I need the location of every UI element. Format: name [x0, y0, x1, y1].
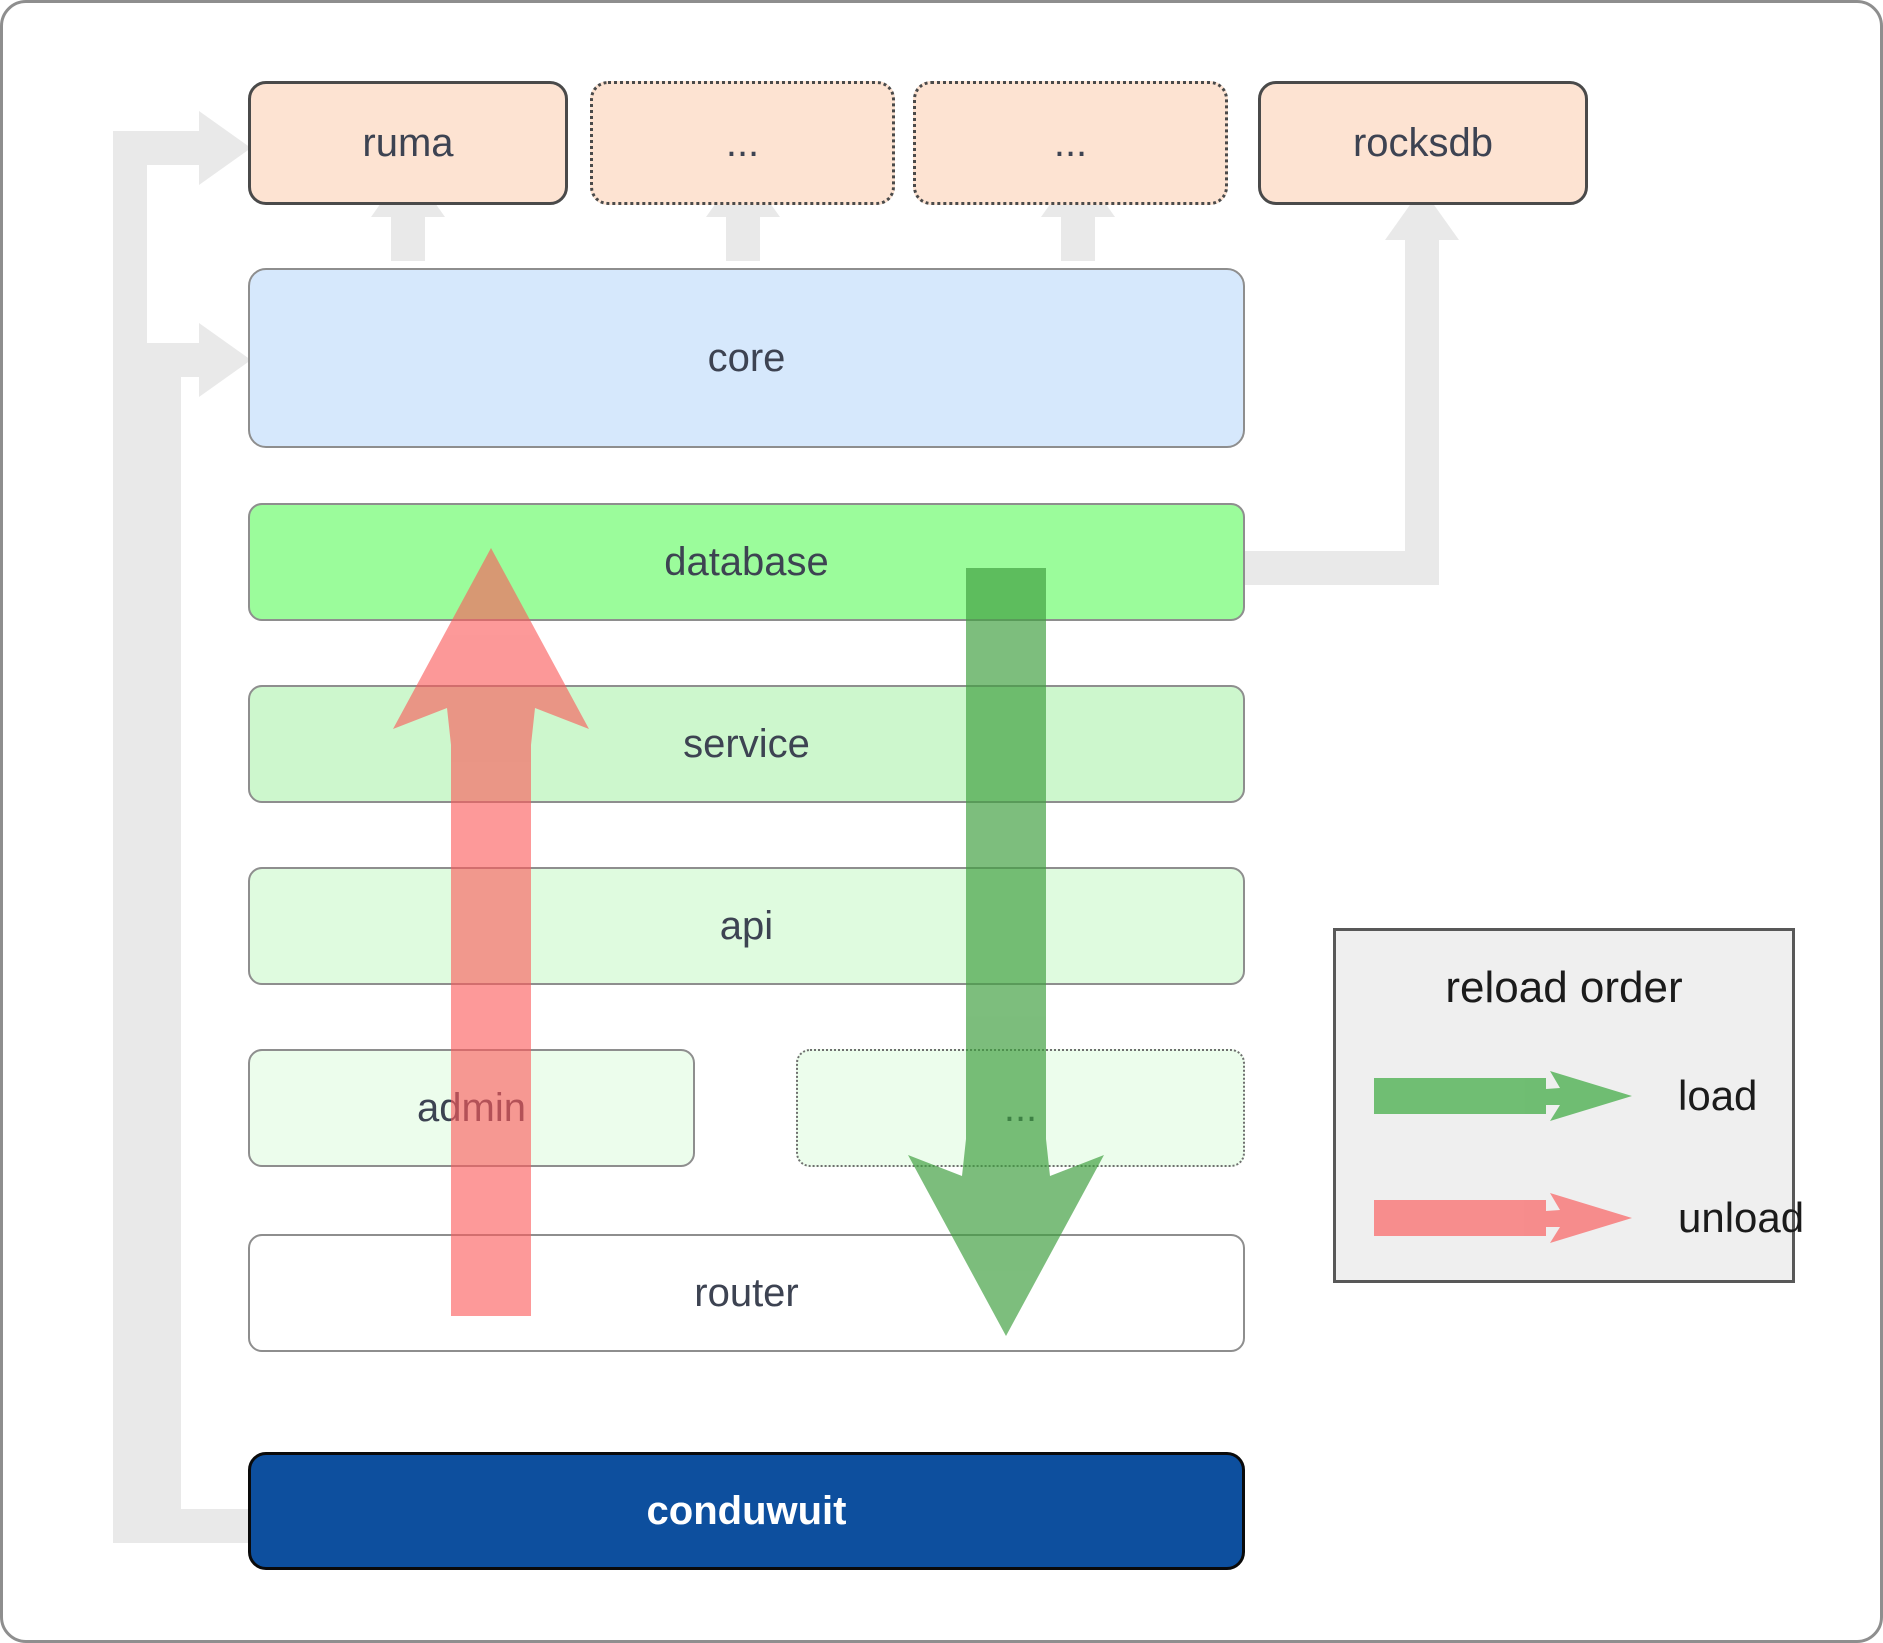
- legend-title: reload order: [1445, 963, 1683, 1012]
- dependency-node-ellipsis-1[interactable]: ...: [590, 81, 895, 205]
- legend-row-unload: unload: [1336, 1175, 1804, 1261]
- dependency-label-ellipsis-1: ...: [725, 120, 760, 165]
- dependency-node-rocksdb[interactable]: rocksdb: [1258, 81, 1588, 205]
- layer-node-service[interactable]: service: [248, 685, 1245, 803]
- layer-label-admin: admin: [417, 1085, 526, 1130]
- layer-label-service: service: [683, 721, 810, 766]
- layer-node-ellipsis[interactable]: ...: [796, 1049, 1245, 1167]
- layer-label-router: router: [694, 1270, 799, 1315]
- layer-label-core: core: [707, 335, 786, 380]
- connector-layer: [113, 111, 1459, 1543]
- dependency-label-rocksdb: rocksdb: [1352, 120, 1494, 165]
- legend-row-load: load: [1336, 1053, 1792, 1139]
- layer-node-router[interactable]: router: [248, 1234, 1245, 1352]
- layer-node-database[interactable]: database: [248, 503, 1245, 621]
- legend-panel: reload order load: [1333, 928, 1804, 1283]
- dependency-label-ellipsis-2: ...: [1053, 120, 1088, 165]
- load-arrow-icon: [1374, 1053, 1632, 1139]
- root-node-conduwuit[interactable]: conduwuit: [248, 1452, 1245, 1570]
- layer-node-core[interactable]: core: [248, 268, 1245, 448]
- layer-node-admin[interactable]: admin: [248, 1049, 695, 1167]
- dependency-label-ruma: ruma: [362, 120, 454, 165]
- layer-label-database: database: [664, 539, 829, 584]
- layer-label-api: api: [719, 903, 774, 948]
- dependency-node-ruma[interactable]: ruma: [248, 81, 568, 205]
- layer-label-ellipsis: ...: [1003, 1085, 1038, 1130]
- dependency-node-ellipsis-2[interactable]: ...: [913, 81, 1228, 205]
- legend-label-load: load: [1678, 1072, 1758, 1119]
- root-label-conduwuit: conduwuit: [646, 1488, 847, 1533]
- unload-arrow-icon: [1374, 1175, 1632, 1261]
- legend-label-unload: unload: [1678, 1194, 1805, 1241]
- layer-node-api[interactable]: api: [248, 867, 1245, 985]
